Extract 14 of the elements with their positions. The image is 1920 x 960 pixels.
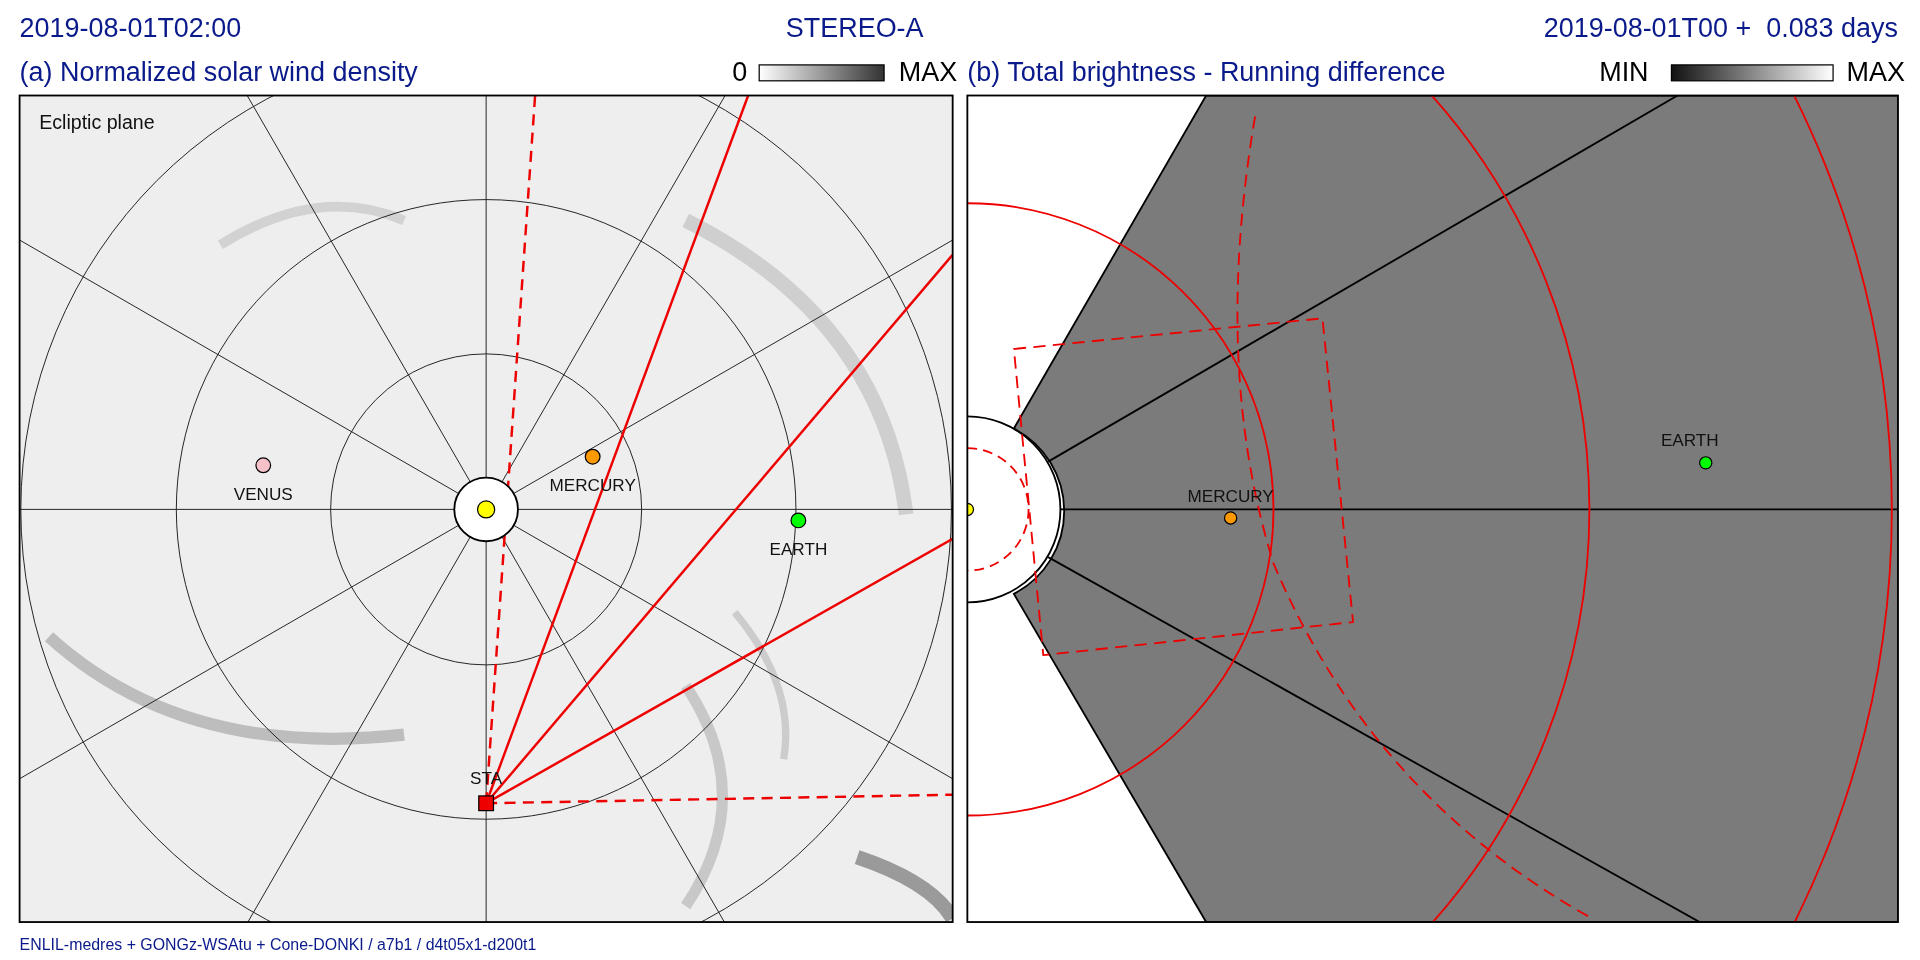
panel-label: Ecliptic plane (39, 112, 155, 133)
timestamp: 2019-08-01T02:00 (19, 14, 242, 42)
planet-label: EARTH (1660, 431, 1719, 449)
timestamp: 2019-08-01T00 + 0.083 days (1543, 14, 1898, 42)
planet-label: VENUS (233, 484, 293, 503)
planet-label: EARTH (769, 540, 828, 558)
colorbar-label: MAX (898, 58, 958, 86)
colorbar-label: MIN (1599, 58, 1649, 86)
panel-title: (b) Total brightness - Running difference (967, 58, 1446, 86)
colorbar-label: MAX (1846, 58, 1905, 86)
title: STEREO-A (785, 14, 924, 42)
footer-note: ENLIL-medres + GONGz-WSAtu + Cone-DONKI / a7b1 / d4t05x1-d200t1 (19, 936, 537, 953)
colorbar-label: 0 (732, 58, 748, 86)
panel-title: (a) Normalized solar wind density (19, 58, 418, 86)
